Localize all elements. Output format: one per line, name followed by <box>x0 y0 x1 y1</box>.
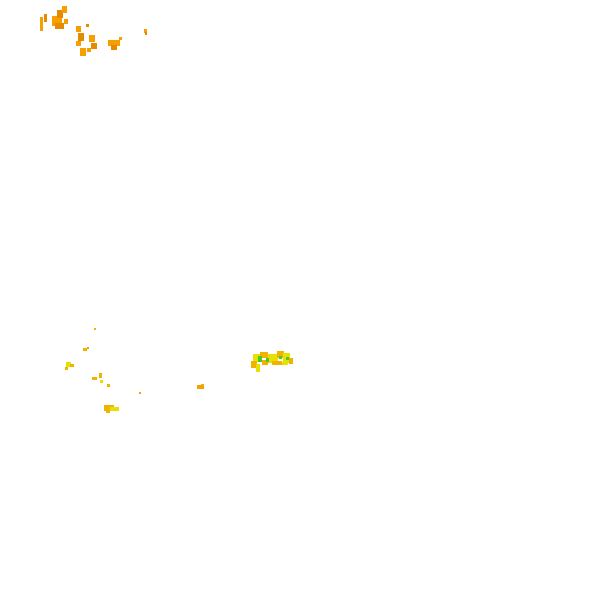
orange-patch <box>80 48 86 56</box>
scatter-patch <box>106 410 110 413</box>
mixed-patch <box>253 354 261 362</box>
mixed-patch <box>266 358 269 362</box>
orange-patch <box>144 29 147 33</box>
scatter-patch <box>197 385 204 389</box>
scatter-patch <box>107 384 110 387</box>
scatter-patch <box>92 377 97 380</box>
orange-patch <box>87 48 91 52</box>
scatter-patch <box>70 364 74 367</box>
scatter-patch <box>104 405 114 411</box>
mixed-patch <box>262 360 268 365</box>
patch-cluster-southwest <box>65 328 204 413</box>
scatter-patch <box>65 367 68 370</box>
orange-patch <box>62 6 67 13</box>
mixed-patch <box>258 356 262 362</box>
mixed-patch <box>256 364 260 372</box>
orange-patch <box>108 40 120 46</box>
orange-patch <box>86 24 89 27</box>
mixed-patch <box>272 361 282 365</box>
orange-patch <box>76 26 81 32</box>
mixed-patch <box>279 356 282 359</box>
mixed-patch <box>268 354 278 363</box>
orange-patch <box>119 37 122 40</box>
orange-patch <box>76 41 81 46</box>
orange-patch <box>57 10 63 18</box>
orange-patch <box>145 32 147 35</box>
scatter-patch <box>83 348 87 351</box>
scatter-patch <box>201 384 204 386</box>
scatter-patch <box>110 407 119 411</box>
mixed-patch <box>251 361 257 368</box>
scatter-patch <box>94 328 96 330</box>
mixed-patch <box>286 357 289 360</box>
orange-patch <box>40 17 43 31</box>
orange-patch <box>52 16 62 26</box>
orange-patch <box>78 33 84 41</box>
orange-patch <box>91 43 97 49</box>
orange-patch <box>44 14 47 22</box>
scatter-patch <box>99 373 102 378</box>
scatter-patch <box>87 347 89 349</box>
scatter-patch <box>66 362 71 367</box>
orange-patch <box>55 23 64 29</box>
orange-patch <box>89 35 95 42</box>
orange-patch <box>111 45 117 50</box>
patch-cluster-central <box>251 351 293 372</box>
mixed-patch <box>260 352 268 358</box>
orange-patch <box>64 19 68 24</box>
mixed-patch <box>289 358 293 364</box>
scatter-patch <box>139 392 141 394</box>
scatter-patch <box>100 380 103 383</box>
mixed-patch <box>282 362 288 365</box>
mixed-patch <box>277 351 284 358</box>
patch-cluster-northwest <box>40 6 147 56</box>
